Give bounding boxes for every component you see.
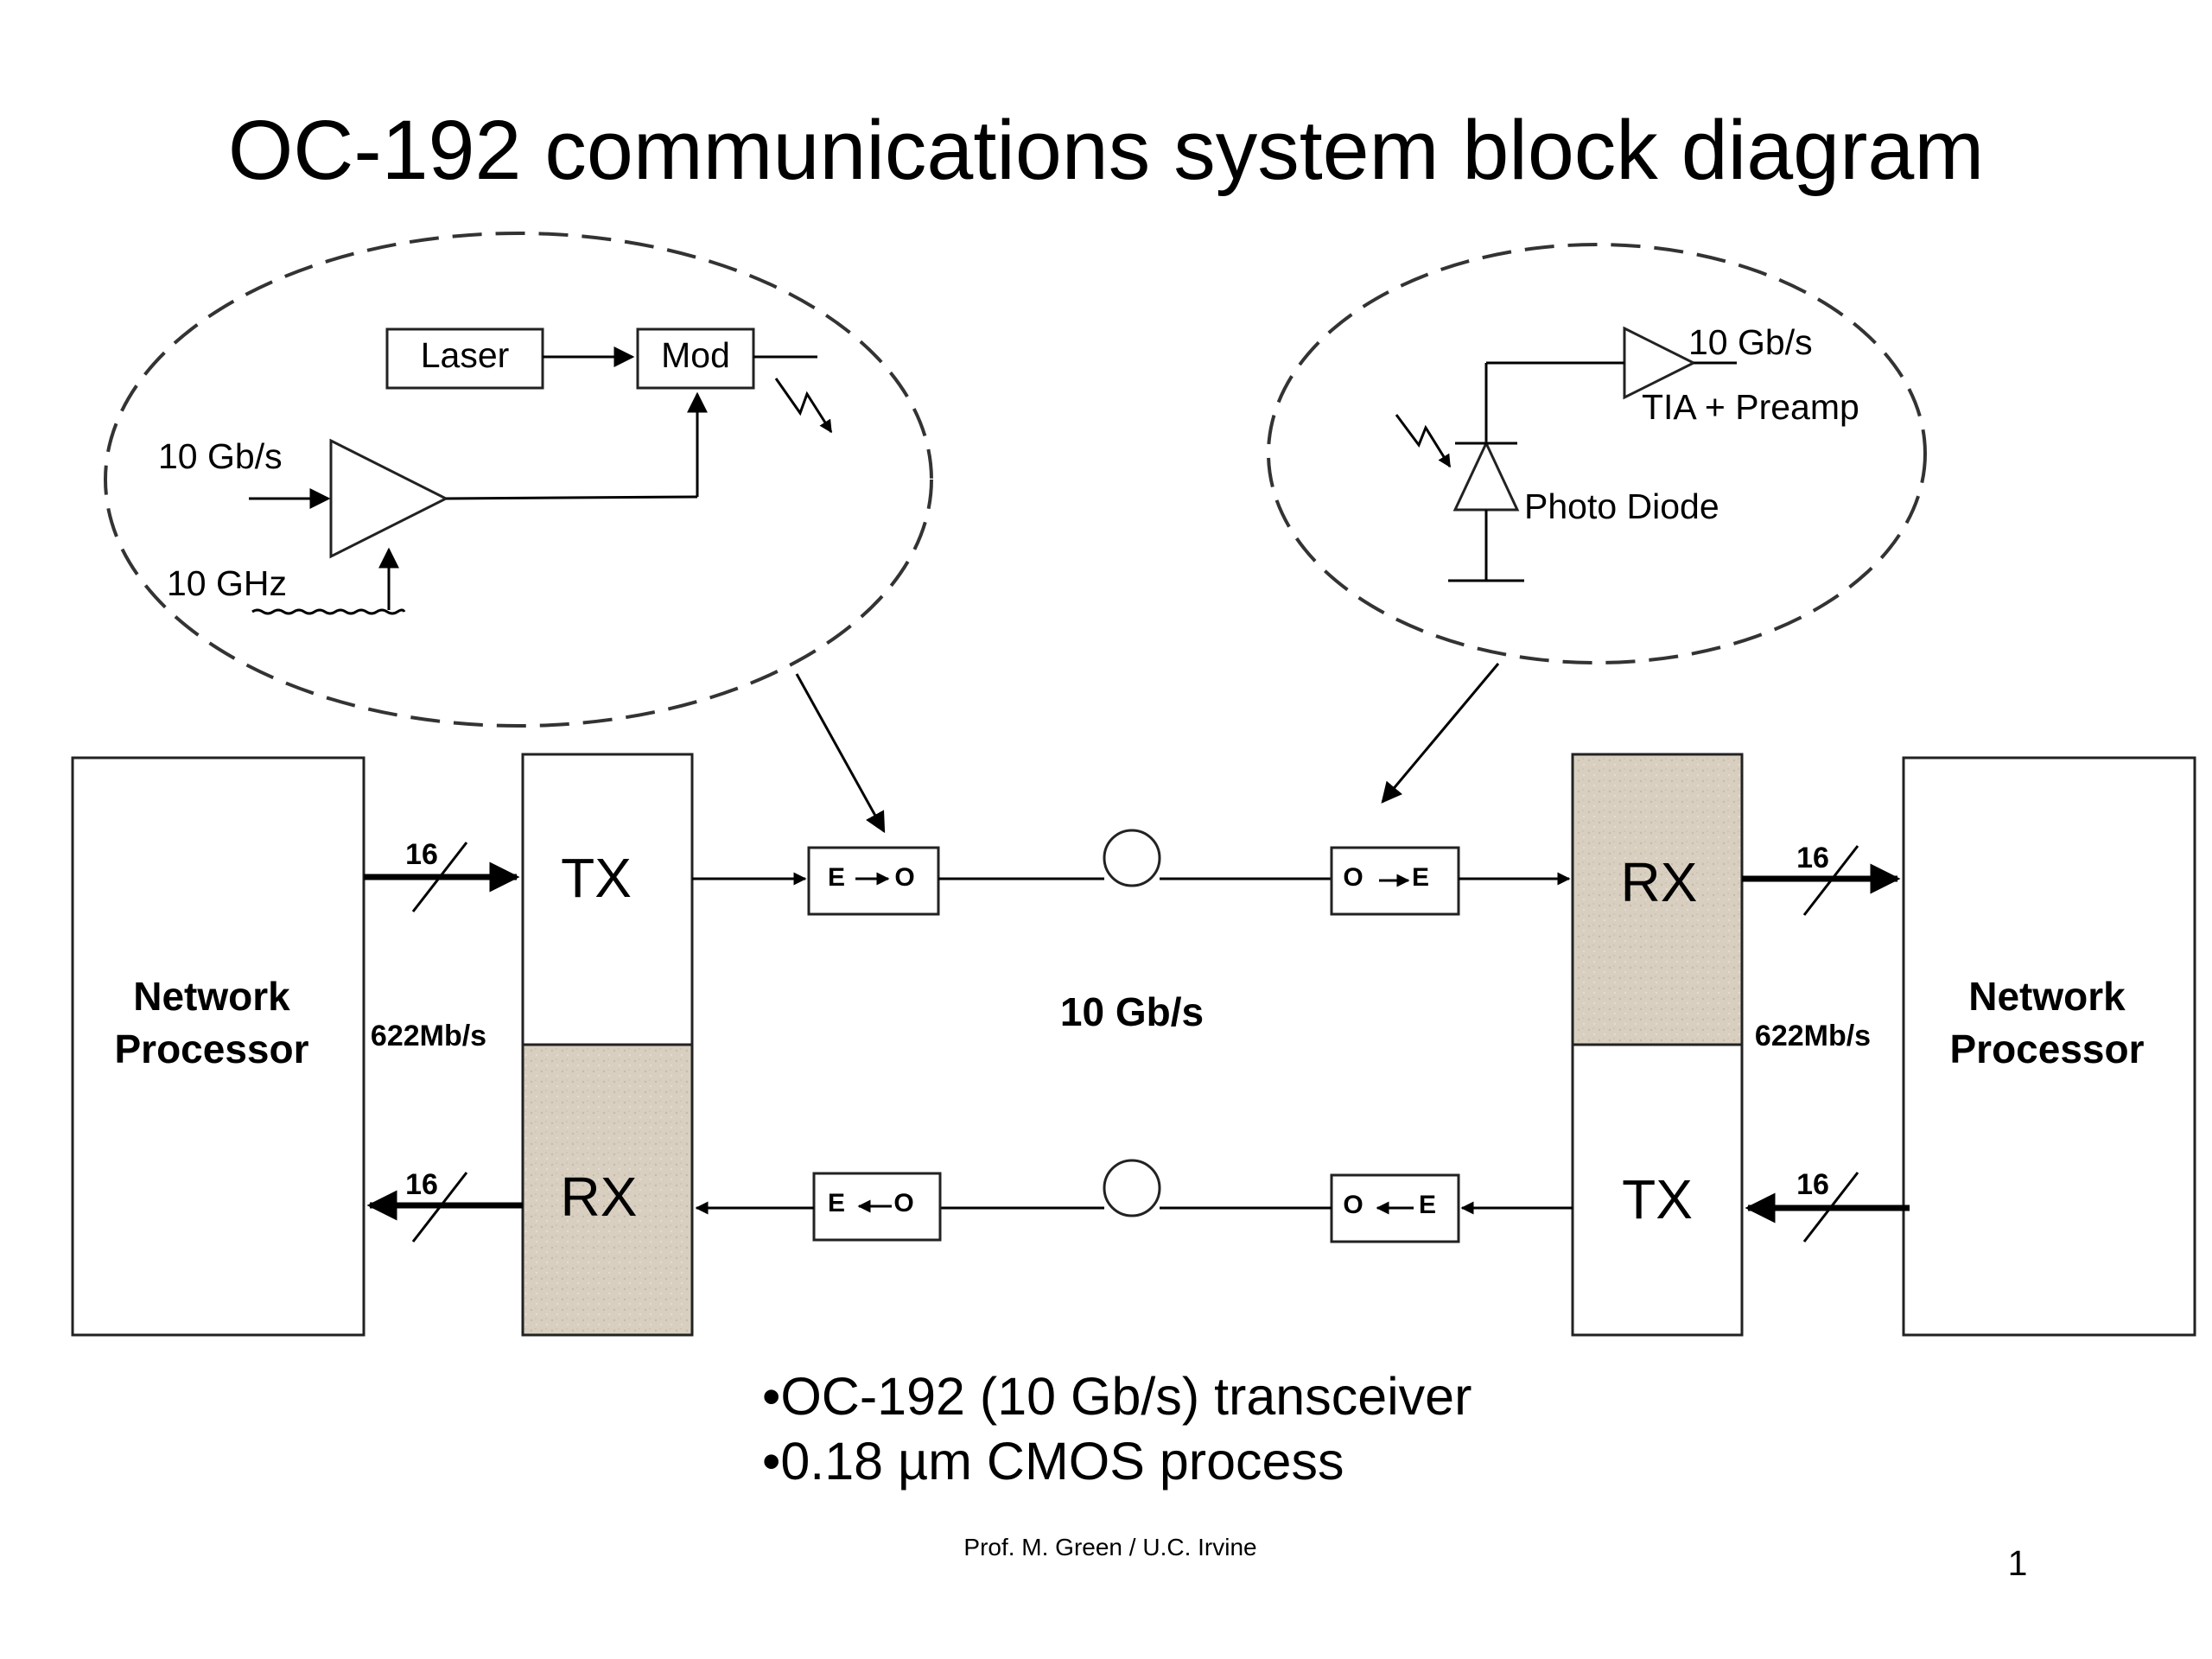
footer-credit: Prof. M. Green / U.C. Irvine xyxy=(963,1534,1256,1560)
rx-callout-arrow xyxy=(1381,663,1500,804)
right-tx-label: TX xyxy=(1622,1168,1693,1230)
oe-top-right-b: E xyxy=(1412,863,1429,892)
left-rx-label: RX xyxy=(561,1166,638,1228)
driver-amplifier-icon xyxy=(329,438,449,559)
left-processor-label-line2: Processor xyxy=(114,1027,308,1071)
serial-rate-label: 10 Gb/s xyxy=(1060,989,1204,1034)
right-network-processor xyxy=(1902,756,2196,1337)
right-lower-bus-width: 16 xyxy=(1796,1168,1829,1201)
photo-diode-icon xyxy=(1452,440,1520,512)
right-tx-block xyxy=(1571,1043,1744,1337)
slide-title: OC-192 communications system block diagr… xyxy=(228,103,1984,197)
tx-callout-arrow xyxy=(795,673,886,834)
rx-detail-bubble: 10 Gb/s TIA + Preamp Photo Diode xyxy=(1267,243,1927,664)
oe-bottom-right-a: O xyxy=(1343,1191,1363,1219)
right-processor-label-line1: Network xyxy=(1968,974,2126,1019)
left-network-processor xyxy=(71,756,365,1337)
tia-label: TIA + Preamp xyxy=(1642,387,1859,427)
bullet-cmos-process: •0.18 µm CMOS process xyxy=(762,1432,1344,1491)
right-parallel-rate: 622Mb/s xyxy=(1755,1020,1871,1052)
page-number: 1 xyxy=(2008,1543,2028,1583)
left-rx-block xyxy=(521,1043,694,1337)
modulator-block xyxy=(636,327,755,390)
eo-bottom-left-b: O xyxy=(893,1189,913,1217)
left-processor-label-line1: Network xyxy=(133,974,290,1019)
left-tx-label: TX xyxy=(561,847,632,909)
tx-detail-bubble: Laser Mod 10 Gb/s 10 GHz xyxy=(104,232,933,728)
right-processor-label-line2: Processor xyxy=(1949,1027,2144,1071)
mod-label: Mod xyxy=(661,335,730,375)
oe-bottom-right-b: E xyxy=(1419,1191,1436,1219)
tx-clock-label: 10 GHz xyxy=(167,563,287,603)
clock-signal-icon xyxy=(251,608,406,615)
incident-light-icon xyxy=(1395,414,1452,468)
tx-data-rate-label: 10 Gb/s xyxy=(158,436,283,476)
fiber-loop-bottom-icon xyxy=(1103,1159,1161,1217)
right-upper-bus-width: 16 xyxy=(1796,842,1829,874)
eo-bottom-left-a: E xyxy=(828,1189,845,1217)
left-parallel-rate: 622Mb/s xyxy=(371,1020,486,1052)
rx-data-rate-label: 10 Gb/s xyxy=(1688,322,1813,362)
bullet-transceiver: •OC-192 (10 Gb/s) transceiver xyxy=(762,1367,1471,1426)
right-rx-block xyxy=(1571,753,1744,1046)
fiber-loop-top-icon xyxy=(1103,829,1161,887)
eo-converter-top-left xyxy=(807,846,940,916)
eo-top-left-a: E xyxy=(828,863,845,892)
eo-top-left-b: O xyxy=(894,863,914,892)
left-upper-bus-width: 16 xyxy=(405,838,438,871)
laser-label: Laser xyxy=(421,335,510,375)
laser-block xyxy=(385,327,544,390)
light-emission-icon xyxy=(774,378,833,434)
photo-diode-label: Photo Diode xyxy=(1524,486,1719,526)
oe-top-right-a: O xyxy=(1343,863,1363,892)
right-rx-label: RX xyxy=(1621,851,1698,913)
left-lower-bus-width: 16 xyxy=(405,1168,438,1201)
